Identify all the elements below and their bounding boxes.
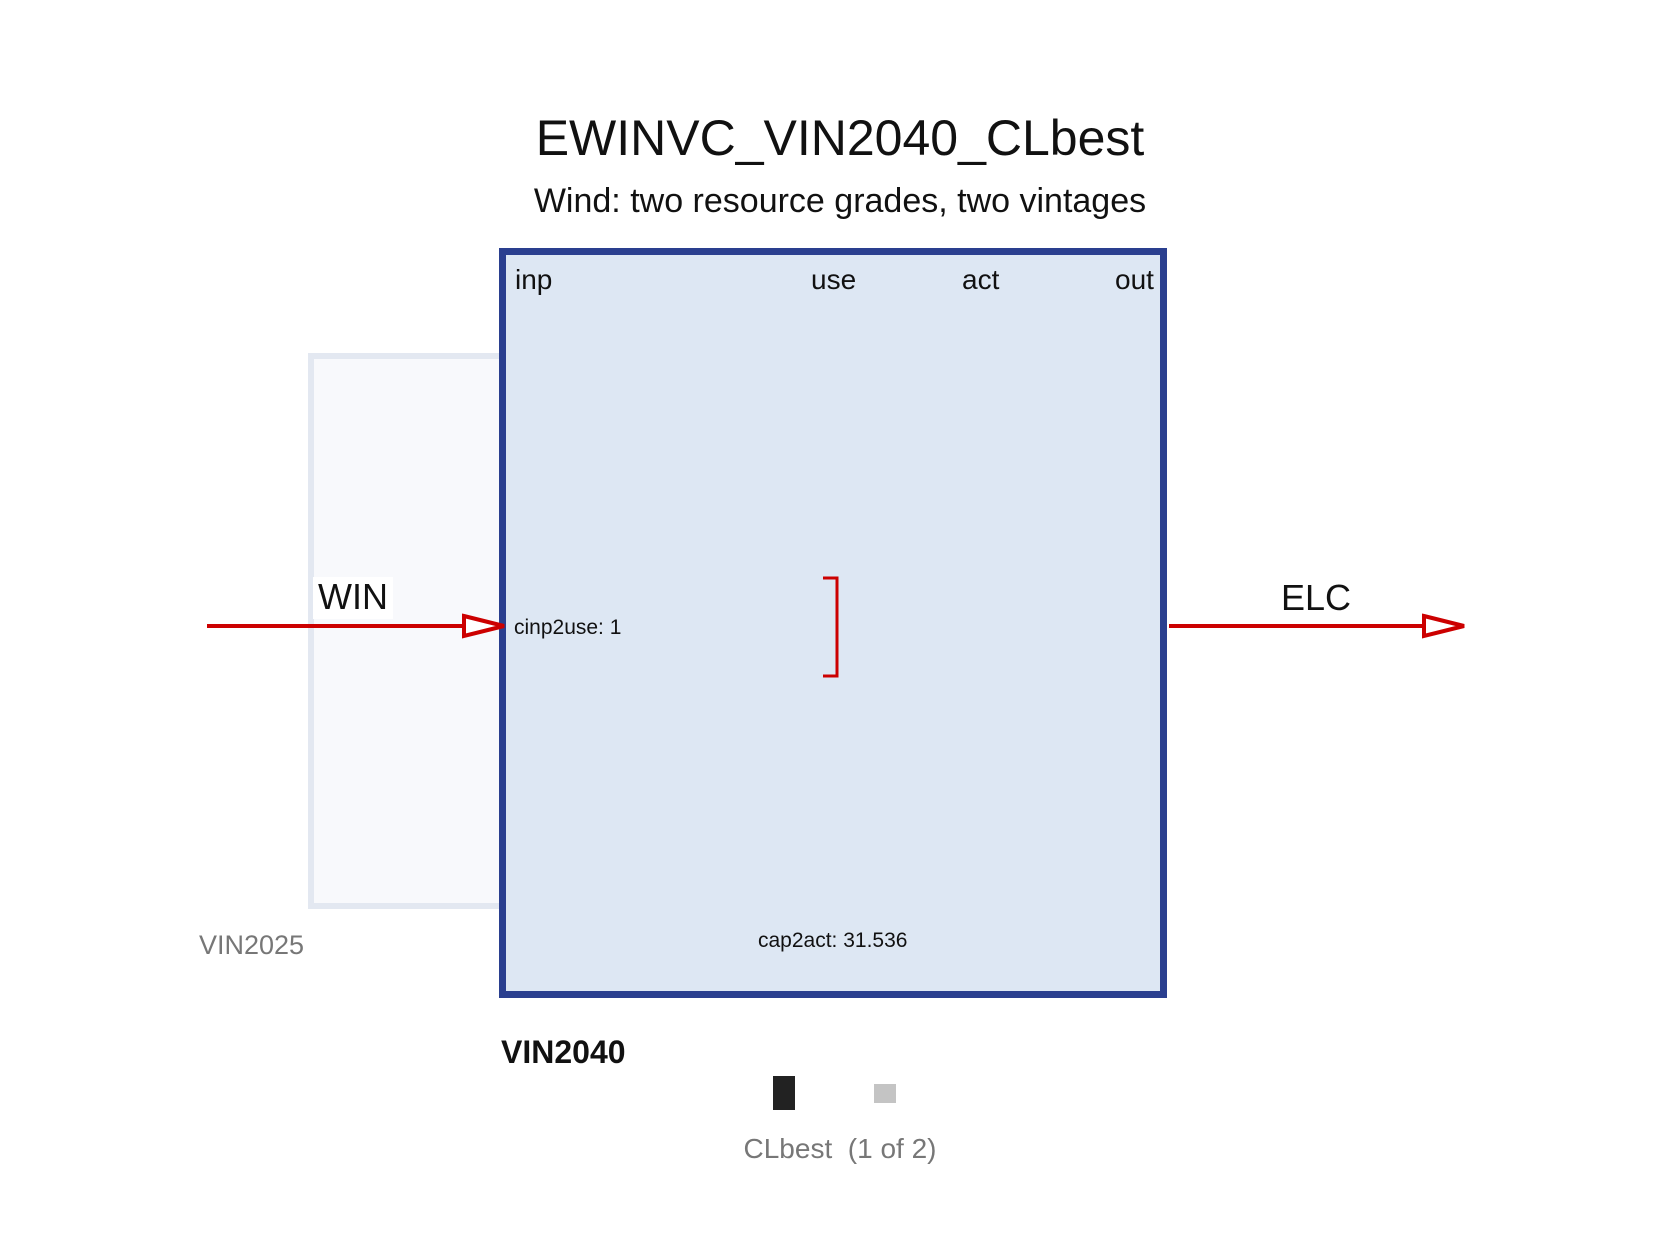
vintage-label: VIN2040 xyxy=(501,1034,626,1070)
column-label-use: use xyxy=(811,264,857,295)
pager-position: (1 of 2) xyxy=(847,1133,937,1164)
capacity-coefficient-label: cap2act: 31.536 xyxy=(758,929,908,952)
input-commodity-label[interactable]: WIN xyxy=(318,576,388,617)
previous-vintage-label[interactable]: VIN2025 xyxy=(199,930,305,960)
output-commodity-label[interactable]: ELC xyxy=(1281,577,1352,618)
pager-label: CLbest xyxy=(743,1133,833,1164)
column-label-inp: inp xyxy=(515,264,553,295)
input-coefficient-label: cinp2use: 1 xyxy=(514,616,622,639)
column-label-act: act xyxy=(962,264,1000,295)
pager-text: CLbest (1 of 2) xyxy=(0,1133,1664,1165)
input-label-background xyxy=(313,577,393,619)
diagram-title: EWINVC_VIN2040_CLbest xyxy=(535,110,1145,166)
output-arrowhead xyxy=(1422,613,1465,639)
previous-vintage-box[interactable] xyxy=(308,353,510,909)
diagram-subtitle: Wind: two resource grades, two vintages xyxy=(533,182,1147,220)
column-label-out: out xyxy=(1115,264,1154,295)
pager-indicator-inactive[interactable] xyxy=(874,1084,896,1103)
pager-indicator-active[interactable] xyxy=(773,1076,795,1110)
